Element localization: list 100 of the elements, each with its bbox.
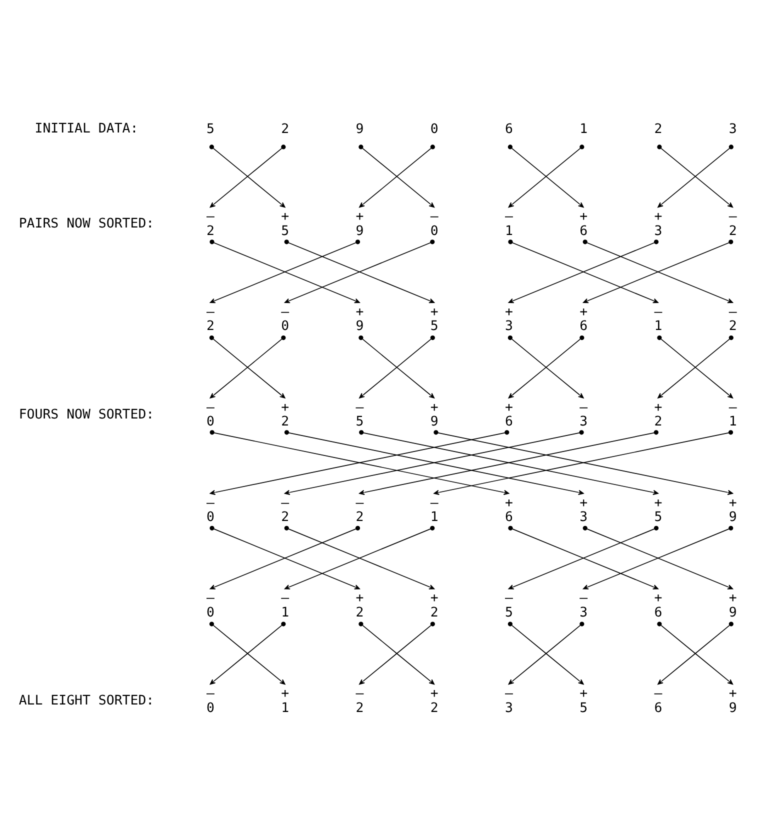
node-label: +	[430, 400, 438, 416]
node-label: –	[206, 591, 214, 606]
node-label: –	[654, 686, 662, 702]
node-label: +	[430, 305, 438, 320]
node-label: +	[654, 591, 662, 606]
node-label: +	[654, 210, 662, 225]
node-text: 5	[281, 224, 290, 239]
node-label: +	[281, 400, 290, 416]
node-label: –	[580, 591, 588, 606]
node-label: –	[504, 686, 513, 702]
node-text: 3	[580, 414, 588, 430]
node-text: 2	[430, 700, 438, 716]
node-text: 0	[206, 605, 214, 620]
node-text: 2	[654, 414, 662, 430]
node-text: 5	[206, 122, 214, 137]
node-text: 3	[654, 224, 662, 239]
node-text: 0	[206, 510, 214, 525]
node-label: –	[356, 496, 364, 511]
node-label: +	[580, 305, 588, 320]
arrow	[210, 430, 510, 495]
node-text: 5	[654, 510, 662, 525]
node-text: 2	[206, 319, 214, 334]
node-label: –	[206, 210, 214, 225]
node-text: 6	[580, 319, 588, 334]
node-text: 5	[580, 700, 588, 716]
node-label: –	[504, 591, 513, 606]
node-text: 2	[356, 605, 364, 620]
node-label: –	[430, 210, 438, 225]
arrow	[359, 430, 658, 495]
node-text: 3	[504, 700, 513, 716]
node-text: 6	[504, 122, 513, 137]
node-label: –	[206, 496, 214, 511]
node-text: 6	[504, 414, 513, 430]
node-label: +	[580, 496, 588, 511]
node-text: 2	[356, 700, 364, 716]
node-label: +	[356, 591, 364, 606]
node-text: 2	[430, 605, 438, 620]
node-text: 1	[654, 319, 662, 334]
node-label: –	[356, 400, 364, 416]
label: INITIAL DATA:	[34, 121, 138, 136]
arrow	[284, 526, 435, 590]
node-label: –	[654, 305, 662, 320]
node-text: 9	[356, 122, 364, 137]
node-text: 2	[728, 224, 737, 239]
node-text: 6	[654, 605, 662, 620]
node-label: –	[356, 686, 364, 702]
node-text: 3	[580, 605, 588, 620]
node-text: 0	[430, 224, 438, 239]
node-label: +	[504, 400, 513, 416]
node-text: 1	[504, 224, 513, 239]
label: PAIRS NOW SORTED:	[18, 216, 154, 232]
node-text: 0	[281, 319, 290, 334]
label: FOURS NOW SORTED:	[18, 407, 154, 422]
node-text: 3	[728, 122, 737, 137]
node-text: 1	[728, 414, 737, 430]
arrow	[582, 526, 734, 590]
node-label: –	[728, 305, 737, 320]
node-label: +	[356, 210, 364, 225]
node-text: 9	[728, 605, 737, 620]
node-label: –	[206, 400, 214, 416]
node-label: +	[356, 305, 364, 320]
node-text: 5	[430, 319, 438, 334]
node-text: 5	[504, 605, 513, 620]
node-text: 3	[580, 510, 588, 525]
node-label: –	[504, 210, 513, 225]
node-label: +	[430, 686, 438, 702]
node-label: +	[728, 686, 737, 702]
node-text: 1	[580, 122, 588, 137]
node-text: 5	[356, 414, 364, 430]
node-text: 2	[281, 122, 290, 137]
node-label: –	[206, 686, 214, 702]
node-text: 3	[504, 319, 513, 334]
node-text: 6	[580, 224, 588, 239]
node-label: +	[580, 210, 588, 225]
node-label: –	[206, 305, 214, 320]
node-text: 0	[206, 414, 214, 430]
node-label: +	[728, 496, 737, 511]
node-label: +	[430, 591, 438, 606]
node-text: 2	[654, 122, 662, 137]
node-label: –	[728, 210, 737, 225]
arrow	[582, 240, 734, 304]
node-label: +	[281, 686, 290, 702]
node-label: +	[654, 400, 662, 416]
node-text: 9	[430, 414, 438, 430]
node-text: 6	[504, 510, 513, 525]
node-label: –	[281, 496, 290, 511]
node-text: 9	[356, 224, 364, 239]
node-text: 2	[281, 510, 290, 525]
node-text: 2	[206, 224, 214, 239]
node-label: +	[281, 210, 290, 225]
node-label: –	[580, 400, 588, 416]
node-text: 9	[728, 700, 737, 716]
node-text: 2	[356, 510, 364, 525]
node-text: 1	[281, 605, 290, 620]
node-text: 9	[728, 510, 737, 525]
node-label: +	[654, 496, 662, 511]
arrow	[284, 240, 435, 304]
arrow	[434, 430, 734, 495]
node-text: 2	[728, 319, 737, 334]
node-text: 9	[356, 319, 364, 334]
